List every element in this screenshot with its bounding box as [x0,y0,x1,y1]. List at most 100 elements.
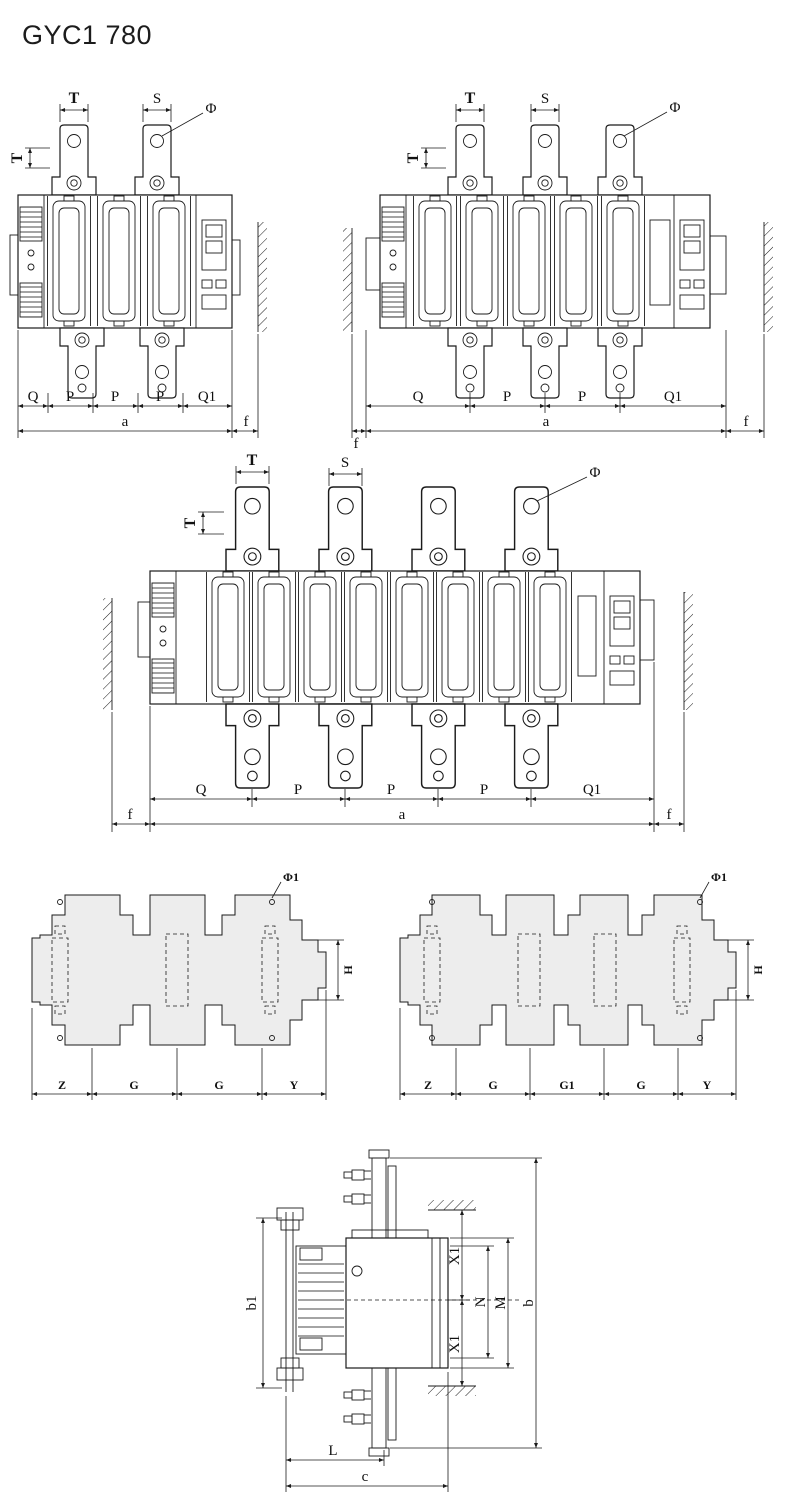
dim-S: S [142,91,172,122]
dim-label-P: P [156,389,164,405]
hole [429,899,435,905]
terminal-bolt [343,1169,372,1181]
dim-label-N: N [473,1296,489,1307]
dim-label-T: T [405,152,422,163]
hole [429,1035,435,1041]
contactor-body-side [345,1229,449,1369]
mounting-tab [411,486,466,572]
dim-label-G1: G1 [559,1078,574,1092]
front-view-right: T T S Φ [343,90,773,452]
mounting-tab [447,327,493,399]
mounting-tab [225,486,280,572]
mounting-tab [504,486,559,572]
hidden-hole [264,1005,276,1015]
dim-label-b: b [521,1299,537,1307]
side-lug [9,234,19,296]
hidden-contour [593,933,617,1007]
hidden-hole [426,1005,438,1015]
panel-surface-top [428,1200,476,1211]
dim-label-P: P [578,389,586,405]
dim-label-P: P [66,389,74,405]
dim-label-a: a [399,807,406,823]
dim-chain-bottom: Q P P P Q1 a f [17,330,259,438]
dim-label-H: H [341,965,355,975]
dim-label-b1: b1 [244,1296,260,1311]
dim-label-T: T [9,152,26,163]
dim-label-L: L [328,1443,337,1459]
dim-label-a: a [122,414,129,430]
dim-label-H: H [751,965,765,975]
wall-left [343,228,353,332]
din-rail [276,1207,304,1392]
wall-left [103,598,113,710]
mounting-tab [447,124,493,196]
dim-M: M [450,1237,514,1369]
side-lug [231,239,241,296]
dim-T-top: T [455,90,485,122]
hidden-contour [517,933,541,1007]
dim-label-a: a [543,414,550,430]
dim-label-f: f [128,807,133,823]
dim-label-P: P [387,782,395,798]
terminal-bolt [343,1389,372,1401]
hole [269,899,275,905]
dim-label-M: M [493,1296,509,1309]
dim-H: H [318,939,355,1001]
dim-label-T: T [182,517,199,528]
mounting-tab [134,124,180,196]
hidden-hole [426,925,438,935]
front-view-large: T T S Φ [103,452,693,832]
dim-label-Y: Y [290,1078,299,1092]
hidden-contour [673,937,691,1003]
hidden-contour [165,933,189,1007]
mounting-tab [225,703,280,789]
hole [269,1035,275,1041]
side-lug [365,237,381,291]
wall-right [257,222,267,332]
dim-label-G: G [488,1078,497,1092]
dim-label-phi: Φ [206,101,217,117]
dim-phi: Φ [623,100,681,137]
side-view: b1 X1 X1 N M [244,1149,542,1492]
body-detail [649,219,671,306]
dim-label-c: c [362,1469,369,1485]
mounting-tab [411,703,466,789]
hidden-hole [676,925,688,935]
dim-label-Q: Q [196,782,207,798]
dim-label-phi: Φ [670,100,681,116]
side-lug [137,601,151,658]
dim-label-S: S [153,91,161,107]
dim-H: H [728,939,765,1001]
dim-label-G: G [129,1078,138,1092]
dim-chain-bottom: Q P P P Q1 f a f [111,662,685,832]
dim-c: c [286,1372,449,1492]
dim-label-Q1: Q1 [198,389,216,405]
body-detail [577,595,597,677]
dim-label-f: f [744,414,749,430]
dim-X1-bottom: X1 [447,1300,464,1386]
mounting-tab [318,486,373,572]
mounting-tab [51,124,97,196]
dim-label-Y: Y [703,1078,712,1092]
wall-right [683,592,693,710]
dim-label-Z: Z [424,1078,432,1092]
hidden-contour [423,937,441,1003]
mounting-tab [139,327,185,399]
mounting-tab [318,703,373,789]
dim-label-T: T [247,452,258,469]
dim-phi: Φ [536,465,601,502]
hidden-hole [676,1005,688,1015]
dim-label-f: f [354,436,359,452]
dim-label-P: P [111,389,119,405]
hidden-hole [54,1005,66,1015]
dim-T-side: T [9,147,50,169]
panel-surface-bottom [428,1385,476,1396]
dim-label-P: P [480,782,488,798]
terminal-bolt [343,1413,372,1425]
mounting-tab [504,703,559,789]
dim-b: b [390,1157,542,1449]
hole [697,899,703,905]
dim-label-P: P [294,782,302,798]
mounting-tab [597,327,643,399]
